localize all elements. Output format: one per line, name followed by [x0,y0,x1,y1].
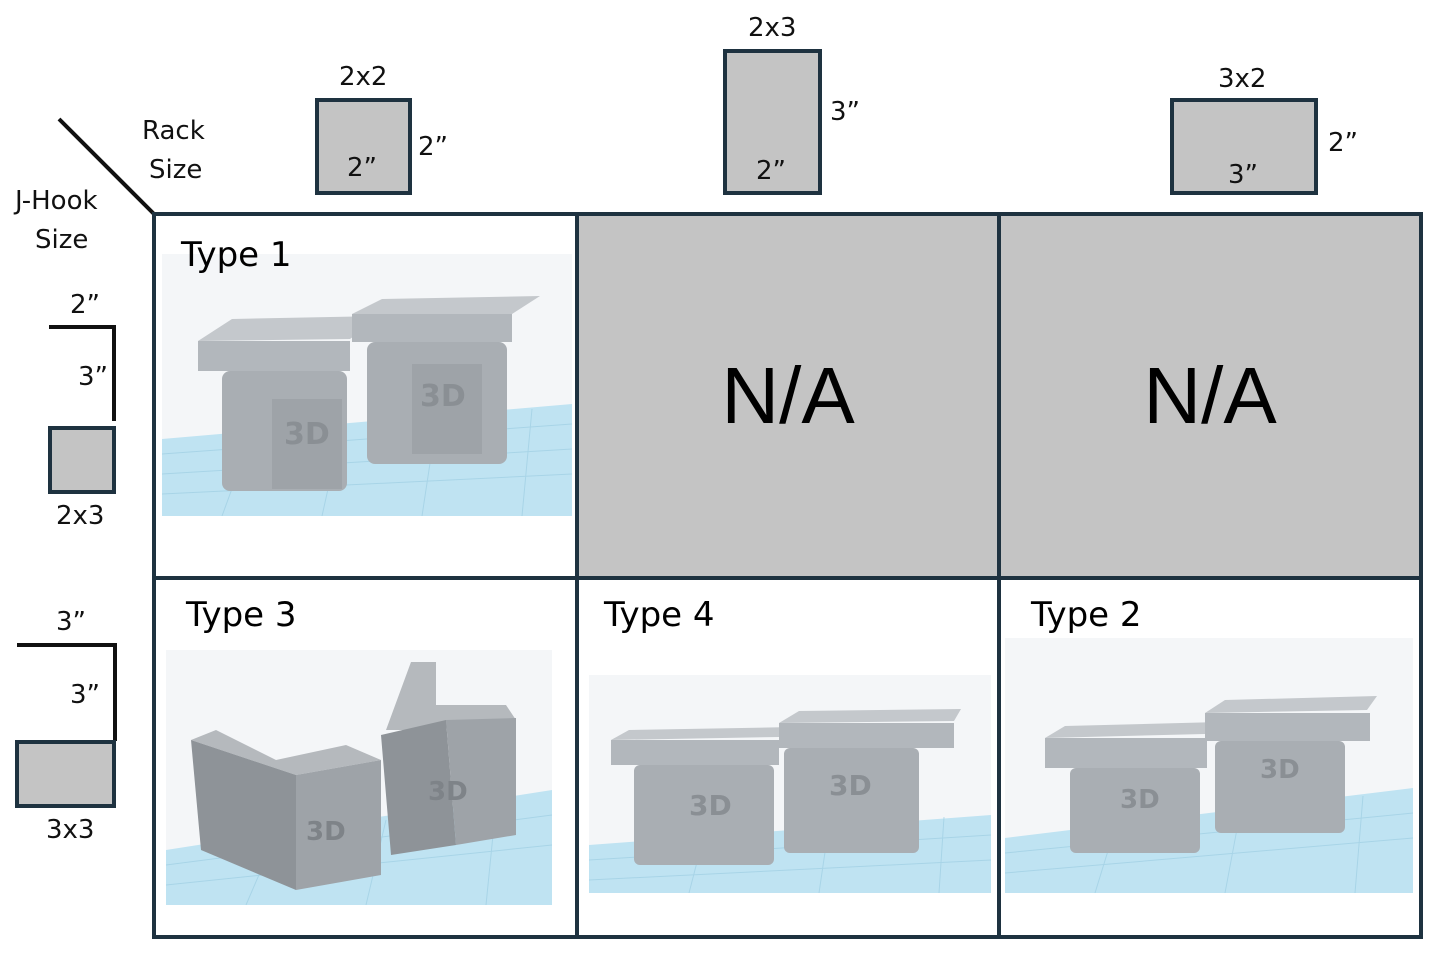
type-2-model-image: 3D 3D [1005,696,1413,893]
svg-text:3D: 3D [284,417,330,452]
na-label: N/A [1143,351,1277,440]
type-2-render: 3D 3D [1005,638,1413,893]
svg-text:3D: 3D [306,817,346,847]
hook-side-label: 3” [70,680,101,710]
rack-size-name: 2x3 [748,13,797,43]
svg-text:3D: 3D [829,769,872,802]
svg-text:3D: 3D [420,379,466,414]
cell-title: Type 3 [186,595,297,635]
rack-label-line1: Rack [142,116,205,146]
rack-height-label: 2” [418,132,449,162]
cell-na-3x2: N/A [1001,216,1419,576]
hook-side-label: 3” [78,362,109,392]
cell-type-3: 3D 3D Type 3 [156,580,575,935]
hook-size-box [15,740,116,808]
hook-bracket [49,325,116,421]
svg-text:3D: 3D [1260,755,1300,785]
cell-type-1: 3D 3D Type 1 [156,216,575,576]
rack-height-label: 2” [1328,128,1359,158]
na-label: N/A [721,351,855,440]
cell-title: Type 1 [181,235,292,275]
hook-top-label: 2” [70,290,101,320]
rack-size-box [1170,98,1318,195]
hook-label-line2: Size [35,225,89,255]
hook-size-name: 3x3 [46,815,95,845]
hook-label-line1: J-Hook [15,186,98,216]
type-3-model-image: 3D 3D [166,662,552,905]
type-1-render: 3D 3D [162,254,572,516]
rack-label-line2: Size [149,155,203,185]
rack-width-label: 2” [756,156,787,186]
type-4-render: 3D 3D [589,675,991,893]
cell-type-2: 3D 3D Type 2 [1001,580,1419,935]
hook-top-label: 3” [56,607,87,637]
svg-text:3D: 3D [1120,785,1160,815]
grid-divider-v2 [997,212,1001,939]
cell-title: Type 2 [1031,595,1142,635]
rack-width-label: 3” [1228,160,1259,190]
cell-na-2x3: N/A [579,216,997,576]
grid-divider-v1 [575,212,579,939]
cell-type-4: 3D 3D Type 4 [579,580,997,935]
hook-bracket [17,643,117,741]
type-3-render: 3D 3D [166,650,552,905]
cell-title: Type 4 [604,595,715,635]
rack-size-box [315,98,412,195]
type-1-model-image: 3D 3D [162,296,572,516]
rack-width-label: 2” [347,153,378,183]
rack-height-label: 3” [830,97,861,127]
svg-text:3D: 3D [689,789,732,822]
rack-size-name: 2x2 [339,62,388,92]
type-4-model-image: 3D 3D [589,709,991,893]
grid-divider-h1 [152,576,1423,580]
hook-size-box [48,426,116,494]
hook-size-name: 2x3 [56,501,105,531]
rack-size-box [723,49,822,195]
corner-diagonal-line [57,117,157,217]
svg-text:3D: 3D [428,777,468,807]
rack-size-name: 3x2 [1218,64,1267,94]
